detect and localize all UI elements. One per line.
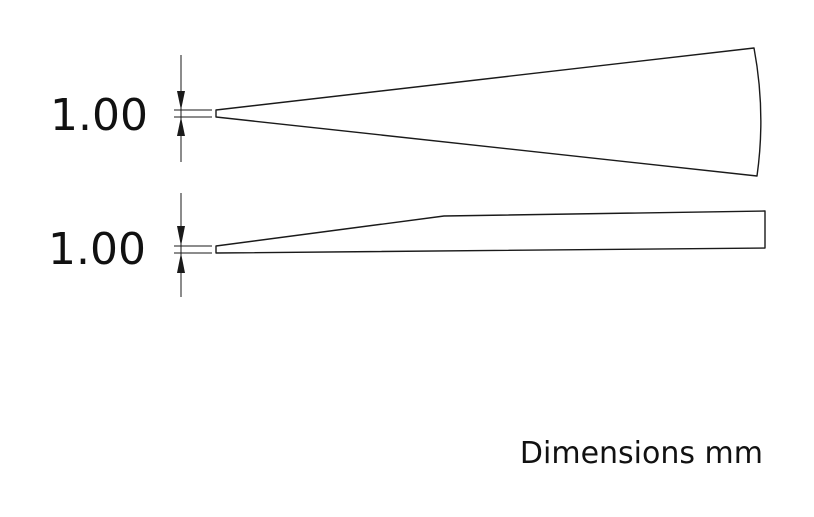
top-view: 1.00	[50, 47, 762, 177]
top-view-arrow-up	[177, 117, 185, 136]
units-note: Dimensions mm	[520, 436, 763, 471]
top-view-dimension-label: 1.00	[50, 90, 148, 141]
side-view-dimension-label: 1.00	[48, 224, 146, 275]
top-view-dimension: 1.00	[50, 55, 212, 162]
side-view-arrow-up	[177, 253, 185, 273]
side-view-dimension: 1.00	[48, 193, 212, 297]
side-view: 1.00	[48, 193, 766, 297]
top-view-tip-outline	[215, 47, 762, 177]
side-view-tip-outline	[215, 210, 766, 254]
side-view-arrow-down	[177, 226, 185, 246]
top-view-arrow-down	[177, 91, 185, 110]
